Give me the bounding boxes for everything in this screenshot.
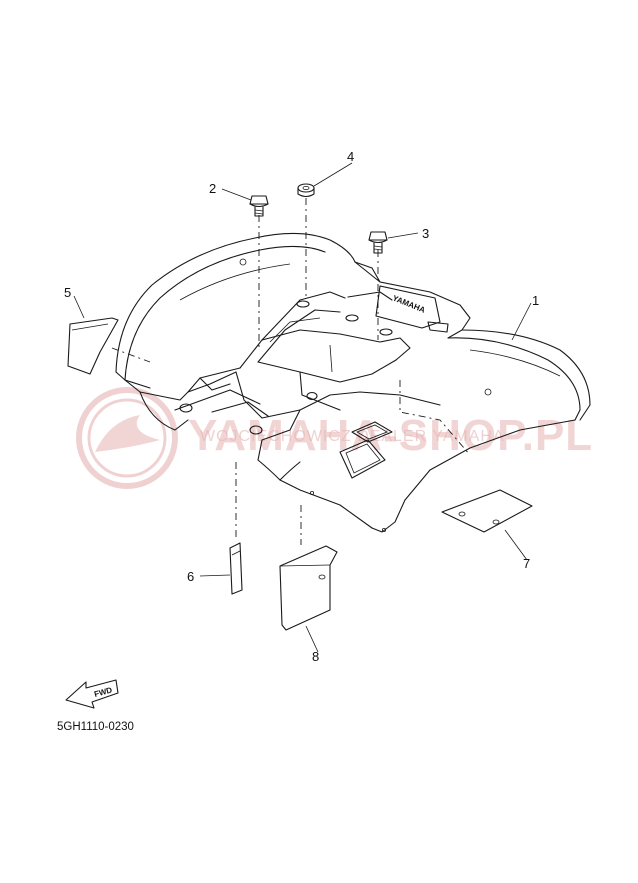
emblem-text: YAMAHA (391, 294, 426, 315)
callout-8: 8 (312, 649, 319, 664)
callout-labels: 1 2 3 4 5 6 7 8 (64, 149, 539, 664)
nut-part-4 (297, 183, 315, 198)
leader-lines (73, 162, 532, 653)
vent-plate-lower (339, 439, 386, 479)
vent-plate-upper (351, 421, 393, 443)
yamaha-emblem: YAMAHA (391, 294, 426, 315)
callout-2: 2 (209, 181, 216, 196)
bolt-part-3 (368, 231, 388, 254)
plate-part-7 (441, 489, 533, 533)
side-pad-part-5 (67, 317, 119, 375)
callout-5: 5 (64, 285, 71, 300)
bracket-part-6 (229, 542, 243, 595)
watermark: YAMAHA-SHOP.PL WOJCIECHOWICZ DEALER YAMA… (76, 387, 593, 489)
watermark-sub-text: WOJCIECHOWICZ DEALER YAMAHA (200, 428, 505, 445)
bolt-part-2 (249, 195, 269, 217)
rear-fender-part-1: YAMAHA (115, 232, 591, 533)
fwd-arrow-icon: FWD (65, 679, 119, 709)
watermark-logo (76, 387, 178, 489)
fwd-label: FWD (93, 685, 113, 698)
part-code: 5GH1110-0230 (57, 721, 134, 733)
callout-7: 7 (523, 556, 530, 571)
mud-flap-part-8 (279, 545, 338, 631)
callout-6: 6 (187, 569, 194, 584)
callout-3: 3 (422, 226, 429, 241)
callout-4: 4 (347, 149, 354, 164)
assembly-guide-lines (111, 198, 471, 545)
watermark-main-text: YAMAHA-SHOP.PL (188, 411, 593, 460)
callout-1: 1 (532, 293, 539, 308)
